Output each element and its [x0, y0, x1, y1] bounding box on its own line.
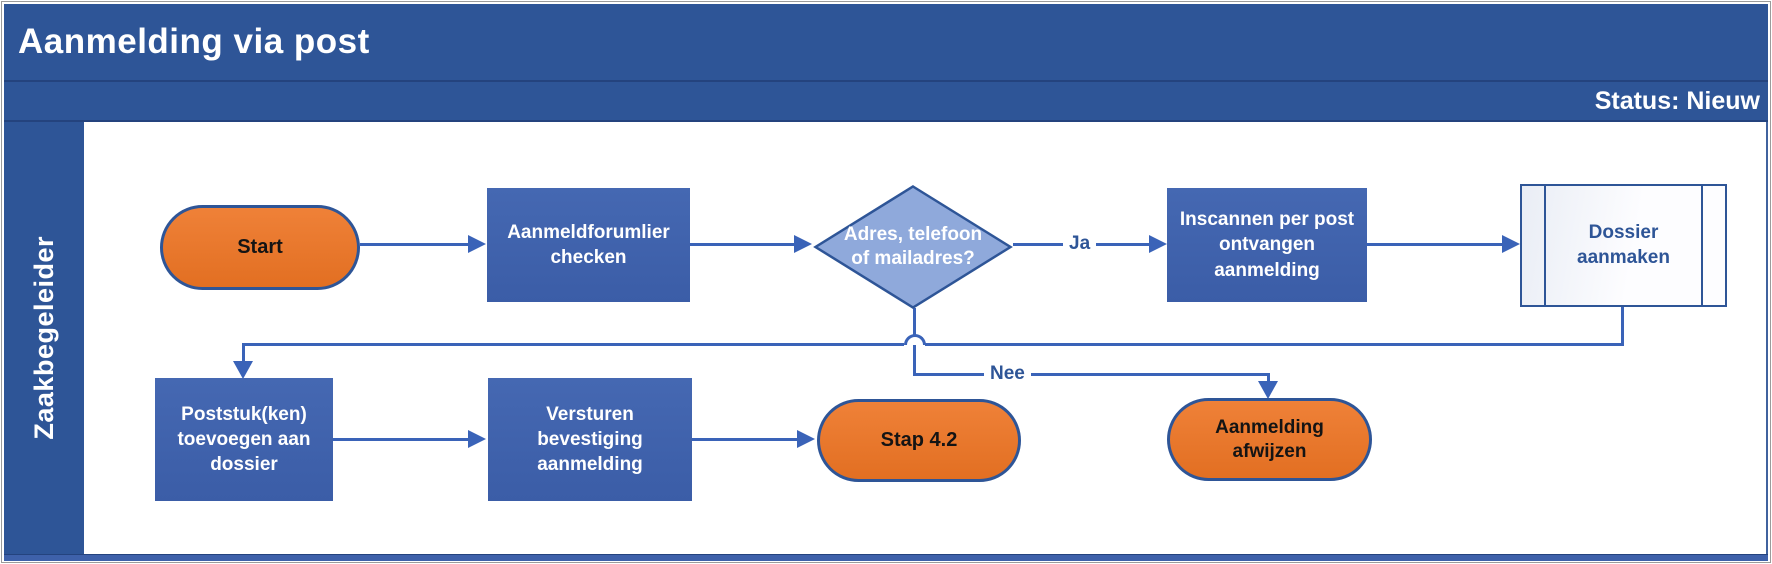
node-scan-post: Inscannen per post ontvangen aanmelding — [1167, 188, 1367, 302]
arrowhead-into-dossier — [1502, 235, 1520, 253]
line-hop-arc — [904, 334, 926, 345]
arrowhead-into-poststuk — [233, 361, 253, 379]
decision-diamond-shape — [813, 185, 1013, 309]
predefined-process-right-bar — [1701, 186, 1703, 305]
node-send-confirmation-label: Versturen bevestiging aanmelding — [537, 403, 643, 476]
connector-down-to-reject — [1267, 373, 1270, 383]
arrowhead-into-versturen — [468, 430, 486, 448]
connector-nee-horizontal — [913, 373, 1270, 376]
connector-check-to-decision — [690, 243, 796, 246]
connector-dossier-feedback-right — [925, 343, 1624, 346]
connector-decision-down-lower — [913, 345, 916, 376]
node-add-poststuk-label: Poststuk(ken) toevoegen aan dossier — [177, 403, 311, 476]
node-decision-label: Adres, telefoon of mailadres? — [843, 224, 983, 269]
arrowhead-into-stap — [797, 430, 815, 448]
node-stap-4-2: Stap 4.2 — [817, 399, 1021, 482]
arrowhead-into-scan — [1149, 235, 1167, 253]
arrowhead-into-decision — [794, 235, 812, 253]
node-start: Start — [160, 205, 360, 290]
connector-dossier-feedback-left — [243, 343, 904, 346]
title-bar: Aanmelding via post — [4, 4, 1768, 82]
swimlane-header: Zaakbegeleider — [4, 122, 84, 554]
connector-down-to-poststuk — [242, 343, 245, 364]
connector-scan-to-dossier — [1367, 243, 1504, 246]
edge-label-ja: Ja — [1063, 232, 1097, 255]
node-add-poststuk: Poststuk(ken) toevoegen aan dossier — [155, 378, 333, 501]
bottom-border-strip — [4, 554, 1768, 561]
arrowhead-into-check — [468, 235, 486, 253]
node-start-label: Start — [237, 236, 283, 258]
status-bar: Status: Nieuw — [4, 82, 1768, 122]
node-send-confirmation: Versturen bevestiging aanmelding — [488, 378, 692, 501]
arrowhead-into-reject — [1258, 381, 1278, 399]
node-reject: Aanmelding afwijzen — [1167, 398, 1372, 481]
swimlane-label: Zaakbegeleider — [28, 236, 59, 440]
page-title: Aanmelding via post — [18, 22, 370, 61]
edge-label-nee: Nee — [984, 362, 1031, 385]
node-create-dossier-label: Dossier aanmaken — [1577, 221, 1670, 268]
predefined-process-left-bar — [1544, 186, 1546, 305]
node-create-dossier: Dossier aanmaken — [1520, 184, 1727, 307]
node-reject-label: Aanmelding afwijzen — [1215, 416, 1324, 462]
node-scan-post-label: Inscannen per post ontvangen aanmelding — [1179, 209, 1355, 281]
node-check-form: Aanmeldforumlier checken — [487, 188, 690, 302]
node-check-form-label: Aanmeldforumlier checken — [507, 221, 670, 268]
connector-poststuk-to-versturen — [333, 438, 470, 441]
node-decision: Adres, telefoon of mailadres? — [813, 184, 1013, 310]
connector-versturen-to-stap — [692, 438, 799, 441]
node-stap-4-2-label: Stap 4.2 — [880, 429, 958, 451]
connector-dossier-down — [1621, 307, 1624, 346]
connector-start-to-check — [360, 243, 470, 246]
status-badge: Status: Nieuw — [1594, 86, 1760, 115]
connector-decision-down-upper — [913, 308, 916, 335]
